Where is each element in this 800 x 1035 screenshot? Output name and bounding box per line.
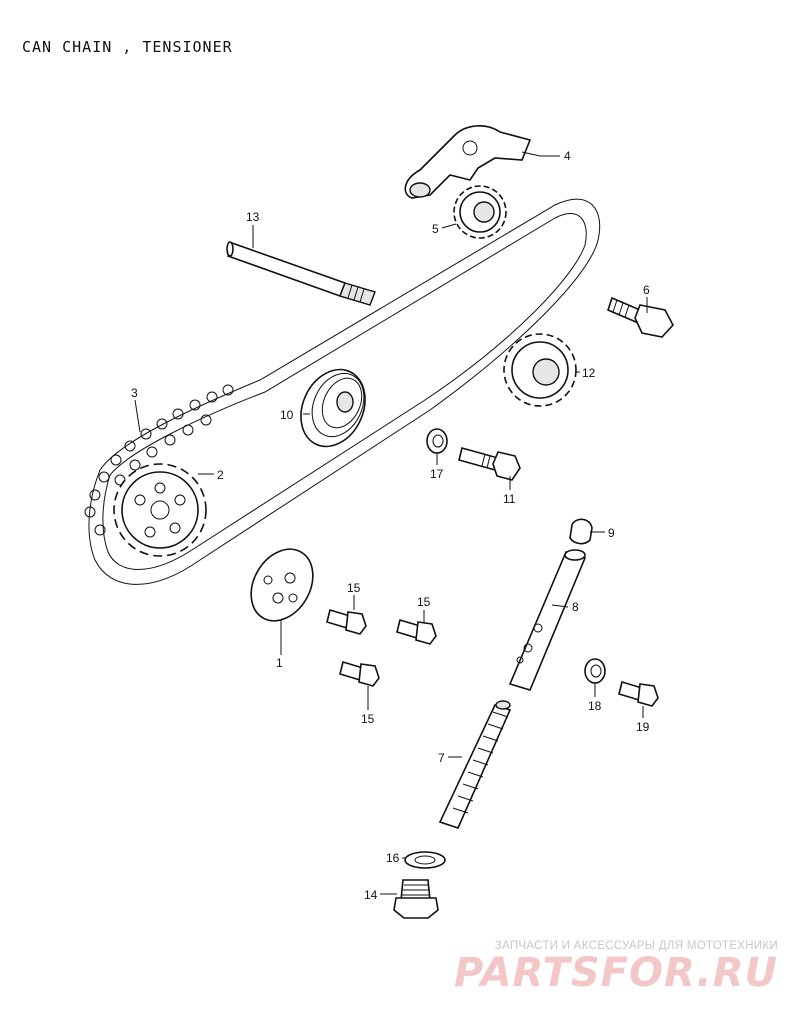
guide-sprocket-large [503, 333, 577, 407]
tensioner-roller [300, 368, 366, 448]
bolt-11 [458, 447, 521, 481]
tensioner-arm [404, 125, 532, 199]
callout-labels: 1 2 3 4 5 6 7 8 9 10 11 12 13 14 15 15 1… [131, 149, 650, 902]
watermark-tagline: ЗАПЧАСТИ И АКСЕССУАРЫ ДЛЯ МОТОТЕХНИКИ [494, 940, 778, 952]
callout-4: 4 [564, 149, 571, 163]
guide-sprocket-small [453, 185, 507, 239]
callout-13: 13 [246, 210, 260, 224]
bolt-15a [326, 608, 367, 635]
plate-1 [250, 548, 314, 622]
watermark: ЗАПЧАСТИ И АКСЕССУАРЫ ДЛЯ МОТОТЕХНИКИ PA… [448, 940, 778, 994]
washer-18 [584, 658, 606, 684]
bolt-19 [618, 680, 659, 707]
callout-1: 1 [276, 656, 283, 670]
bolt-15b [396, 618, 437, 645]
roller-shaft [226, 241, 376, 306]
washer-17 [426, 428, 448, 454]
tensioner-rod [508, 549, 587, 691]
washer-16 [404, 851, 446, 869]
callout-18: 18 [588, 699, 602, 713]
tensioner-spring [438, 700, 512, 829]
callout-16: 16 [386, 851, 400, 865]
callout-17: 17 [430, 467, 444, 481]
callout-19: 19 [636, 720, 650, 734]
callout-5: 5 [432, 222, 439, 236]
callout-12: 12 [582, 366, 596, 380]
callout-14: 14 [364, 888, 378, 902]
callout-15c: 15 [361, 712, 375, 726]
cap-9 [569, 518, 593, 545]
bolt-6 [607, 296, 674, 338]
page-title: CAN CHAIN , TENSIONER [22, 38, 233, 56]
callout-7: 7 [438, 751, 445, 765]
watermark-logo: PARTSFOR.RU [453, 950, 778, 996]
drive-sprocket [113, 463, 207, 557]
callout-11: 11 [503, 492, 516, 506]
sealing-bolt-14 [393, 879, 439, 919]
callout-8: 8 [572, 600, 579, 614]
callout-9: 9 [608, 526, 615, 540]
bolt-15c [339, 660, 380, 687]
callout-10: 10 [280, 408, 294, 422]
callout-3: 3 [131, 386, 138, 400]
callout-15b: 15 [417, 595, 431, 609]
callout-15a: 15 [347, 581, 361, 595]
callout-2: 2 [217, 468, 224, 482]
cam-chain [84, 198, 601, 585]
callout-6: 6 [643, 283, 650, 297]
leader-lines [134, 151, 648, 895]
